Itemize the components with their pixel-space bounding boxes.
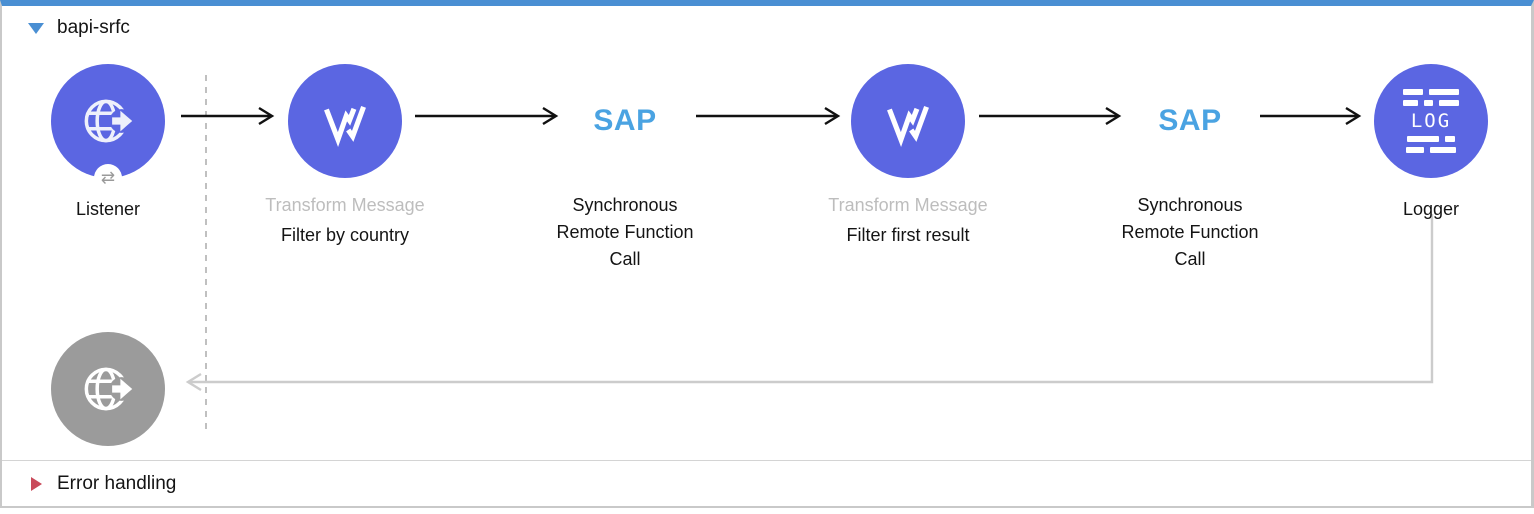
error-handling-section[interactable]: Error handling [2, 460, 1531, 506]
dataweave-icon [887, 106, 929, 147]
dataweave-icon [324, 106, 366, 147]
node-label: Transform Message Filter first result [788, 190, 1028, 250]
listener-node[interactable]: ⇄ Listener [51, 64, 165, 219]
globe-arrow-icon [84, 367, 134, 411]
node-label: Listener [75, 199, 141, 219]
log-icon: LOG [1402, 89, 1460, 153]
response-node[interactable] [51, 332, 165, 446]
response-circle[interactable] [51, 332, 165, 446]
transform-message-node-filter-first-result[interactable]: Transform Message Filter first result [828, 64, 988, 245]
transform-message-node-filter-by-country[interactable]: Transform Message Filter by country [265, 64, 425, 245]
logger-node[interactable]: LOG Logger [1374, 64, 1488, 219]
expand-error-handling-triangle-icon[interactable] [31, 476, 42, 491]
node-label: Logger [1402, 199, 1460, 219]
listener-circle[interactable]: ⇄ [51, 64, 165, 192]
node-type-label: Transform Message [265, 195, 425, 215]
globe-arrow-icon [84, 99, 134, 143]
flow-title[interactable]: bapi-srfc [57, 17, 130, 38]
collapse-flow-triangle-icon[interactable] [28, 22, 44, 34]
transform-message-circle[interactable] [851, 64, 965, 178]
error-handling-label: Error handling [57, 472, 177, 494]
node-name-label: Filter by country [280, 225, 410, 245]
node-type-label: Transform Message [828, 195, 988, 215]
exchange-badge-icon: ⇄ [94, 164, 122, 192]
sap-logo[interactable]: SAP [593, 104, 657, 137]
sap-logo[interactable]: SAP [1158, 104, 1222, 137]
flow-header: bapi-srfc [2, 14, 130, 42]
node-name-label: Filter first result [846, 225, 970, 245]
node-label: Transform Message Filter by country [225, 190, 465, 250]
transform-message-circle[interactable] [288, 64, 402, 178]
log-icon-text: LOG [1410, 110, 1452, 132]
node-label: Synchronous Remote Function Call [556, 195, 694, 269]
node-label: Synchronous Remote Function Call [1121, 195, 1259, 269]
logger-circle[interactable]: LOG [1374, 64, 1488, 178]
